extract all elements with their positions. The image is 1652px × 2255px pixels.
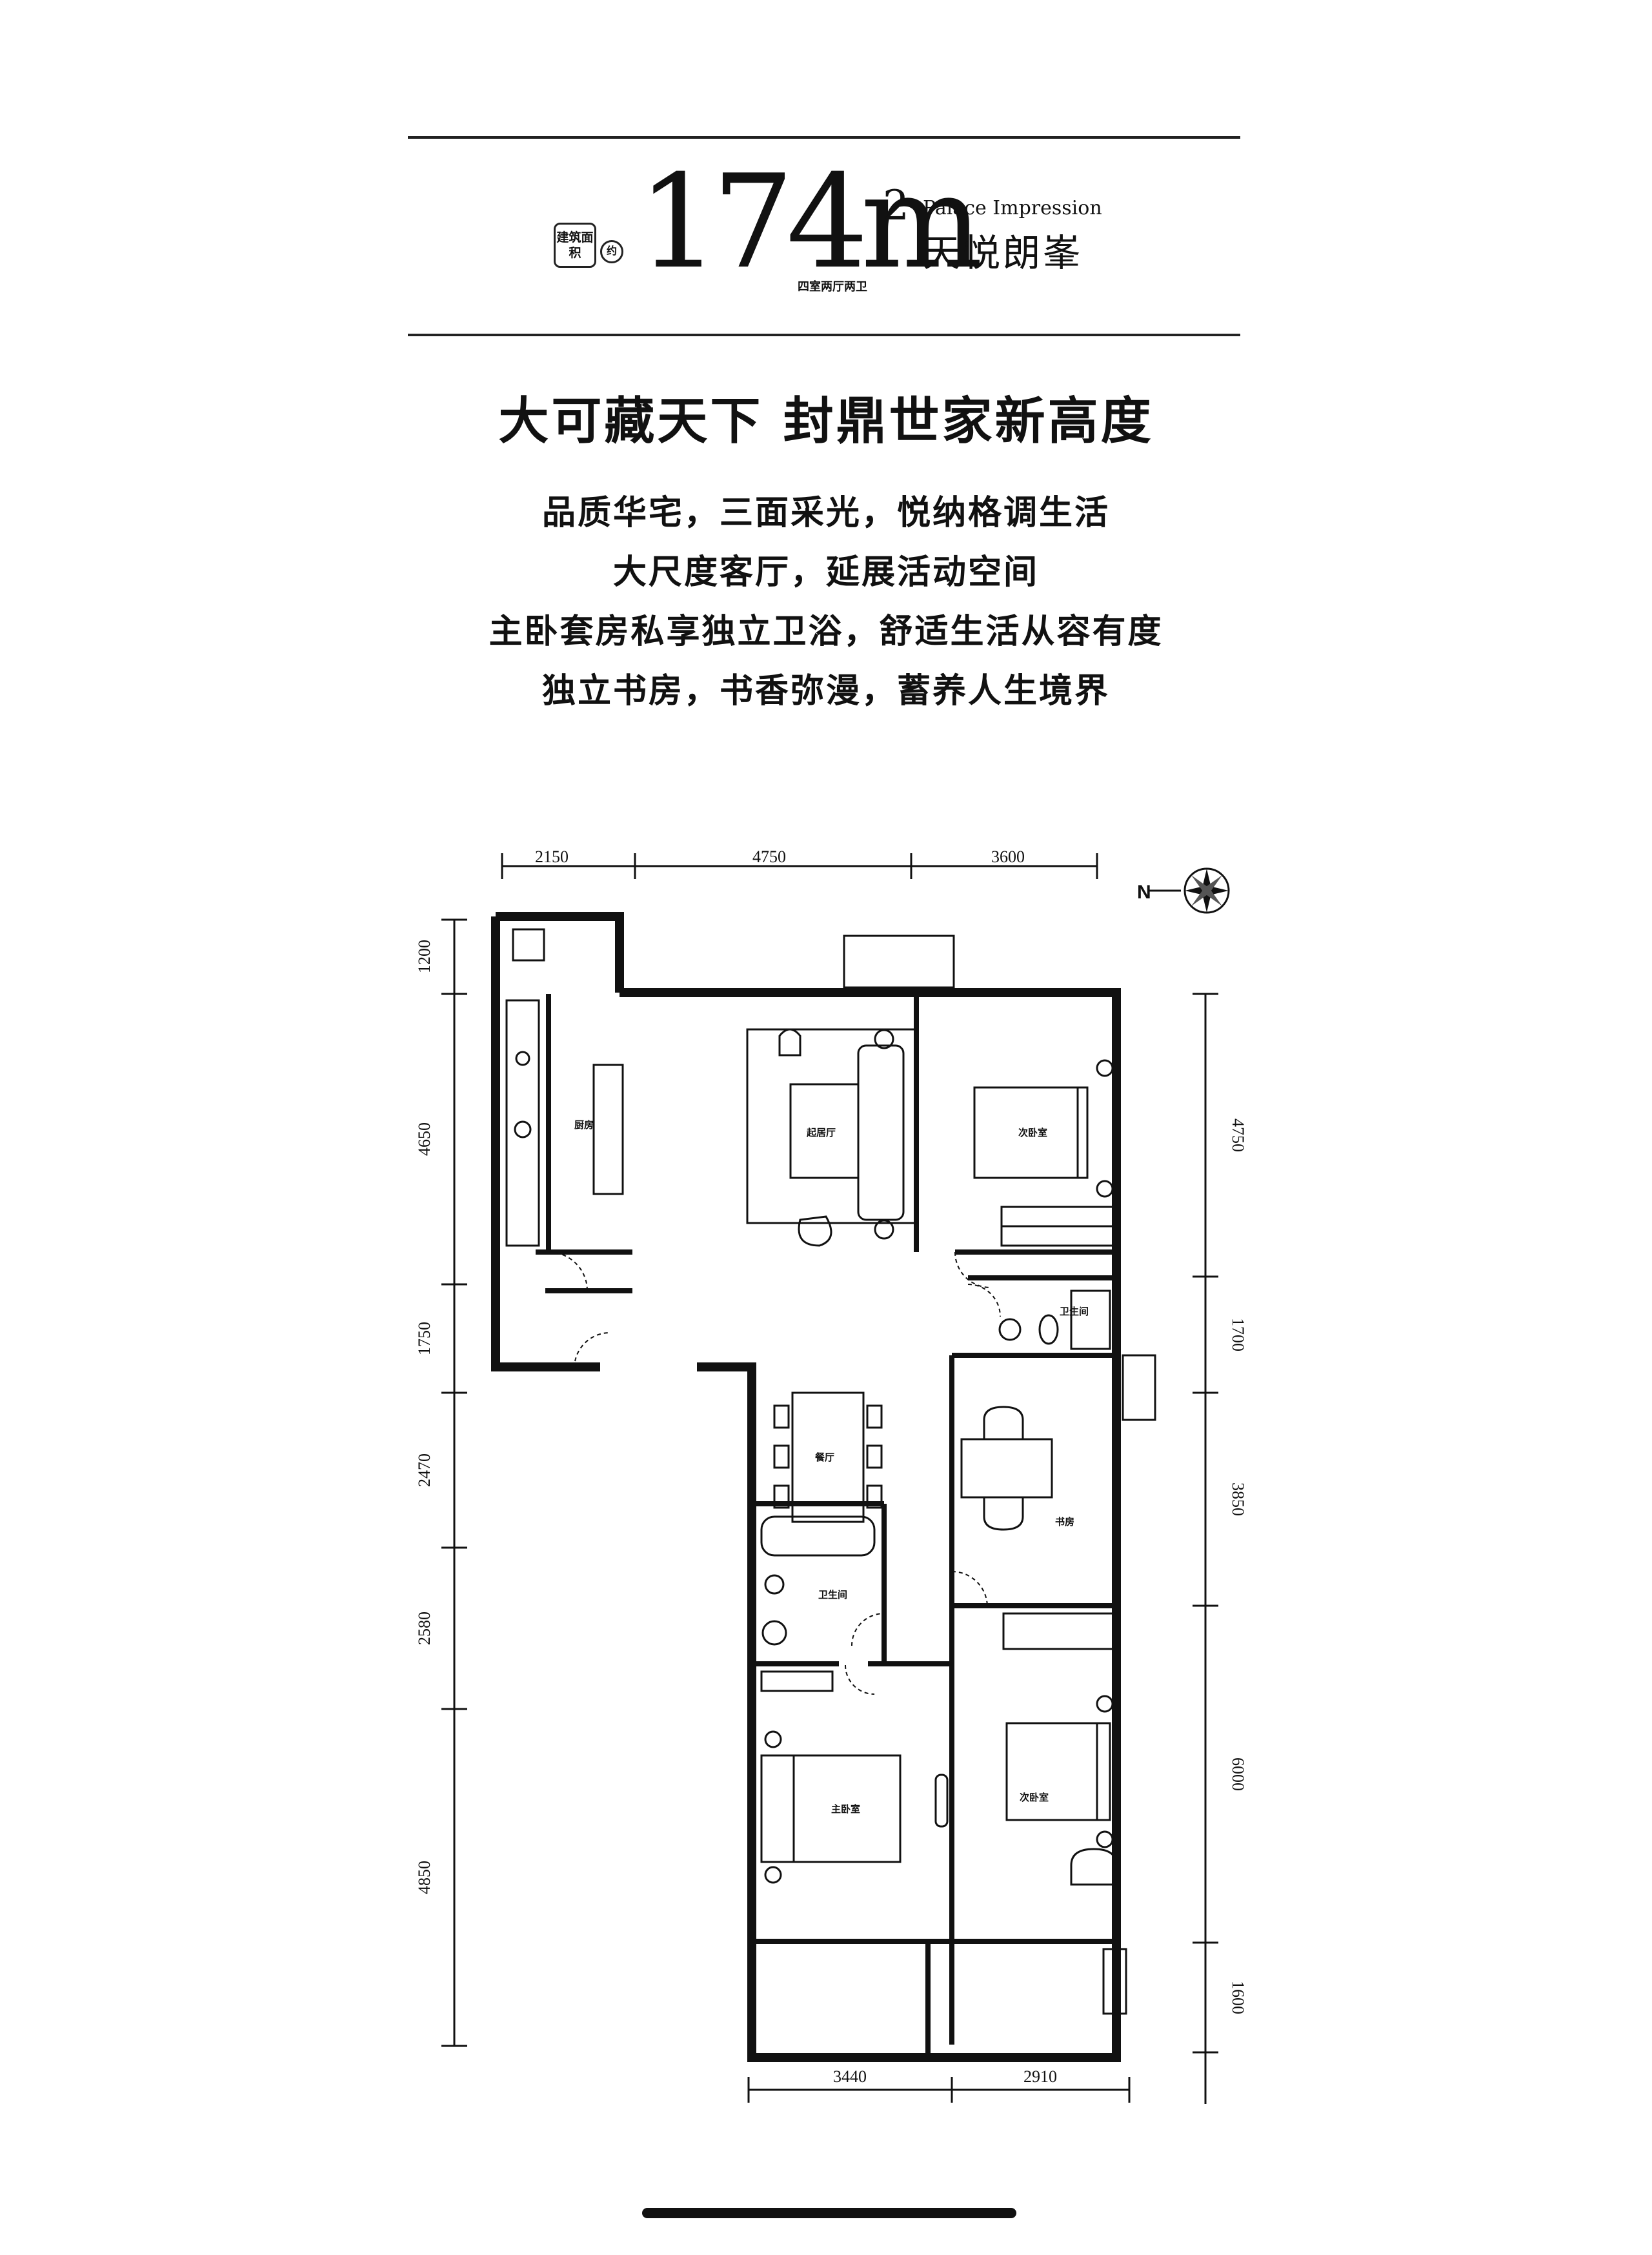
feature-line: 大尺度客厅，延展活动空间: [612, 553, 1039, 592]
feature-line: 主卧套房私享独立卫浴，舒适生活从容有度: [489, 612, 1163, 651]
room-label-study: 书房: [1055, 1516, 1074, 1528]
dim-bottom: 2910: [1023, 2067, 1057, 2086]
dim-left: 2470: [415, 1453, 434, 1487]
dim-right: 3850: [1229, 1482, 1247, 1516]
dim-right: 1700: [1229, 1318, 1247, 1351]
header-bottom-rule: [408, 334, 1240, 336]
dim-left: 2580: [415, 1612, 434, 1645]
home-indicator-bar[interactable]: [642, 2208, 1016, 2218]
dim-bottom: 3440: [833, 2067, 867, 2086]
feature-line: 品质华宅，三面采光，悦纳格调生活: [541, 494, 1110, 532]
project-name-en: Palace Impression: [923, 197, 1102, 219]
room-label-kitchen: 厨房: [574, 1119, 594, 1131]
header-top-rule: [408, 136, 1240, 139]
area-value: 174m: [638, 147, 983, 298]
room-label-bathroom-1: 卫生间: [1060, 1306, 1089, 1317]
compass-north-label: N: [1137, 882, 1151, 903]
dim-top: 3600: [991, 847, 1025, 866]
dim-top: 4750: [752, 847, 786, 866]
room-label-bedroom-north: 次卧室: [1018, 1127, 1047, 1138]
room-label-dining-room: 餐厅: [815, 1451, 834, 1463]
dim-right: 1600: [1229, 1981, 1247, 2014]
floor-plan-drawing: N 2150 4750 3600 1200 4650 1750 2470 258…: [415, 847, 1247, 2117]
area-unit-superscript: 2: [883, 182, 909, 230]
dim-right: 4750: [1229, 1118, 1247, 1152]
dim-left: 1750: [415, 1322, 434, 1355]
compass-rose-icon: [1149, 867, 1230, 914]
slogan-heading: 大可藏天下 封鼎世家新高度: [498, 392, 1154, 450]
dim-left: 4850: [415, 1861, 434, 1894]
dim-top: 2150: [535, 847, 569, 866]
dim-left: 1200: [415, 940, 434, 973]
layout-type: 四室两厅两卫: [798, 280, 867, 294]
room-label-bedroom-south: 次卧室: [1020, 1792, 1049, 1803]
room-label-bathroom-2: 卫生间: [818, 1589, 847, 1601]
project-name-cn: 天悦朗峯: [923, 231, 1083, 275]
room-label-master-bedroom: 主卧室: [831, 1803, 860, 1815]
area-badge-unit: 约: [600, 240, 623, 263]
dim-right: 6000: [1229, 1757, 1247, 1791]
room-label-living-room: 起居厅: [806, 1127, 836, 1138]
floor-plan: N 2150 4750 3600 1200 4650 1750 2470 258…: [387, 839, 1291, 2117]
area-badge: 建筑面积: [554, 223, 596, 268]
feature-line: 独立书房，书香弥漫，蓄养人生境界: [541, 672, 1110, 711]
dim-left: 4650: [415, 1122, 434, 1156]
